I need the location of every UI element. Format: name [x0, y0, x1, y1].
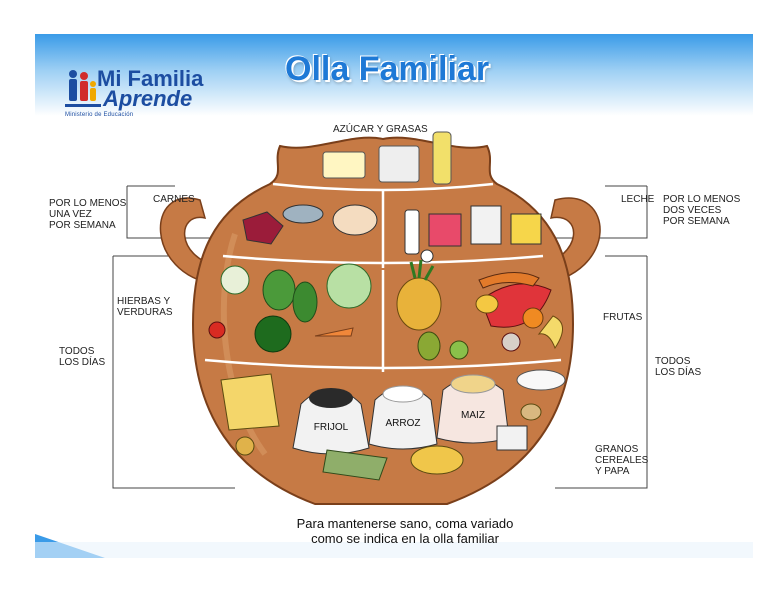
dairy-foods: [404, 205, 542, 263]
fruit-foods: [396, 259, 563, 361]
bracket-daily-right: [555, 256, 648, 489]
chicken-icon: [332, 204, 378, 236]
label-milk: LECHE: [621, 194, 655, 205]
lime-icon: [449, 340, 469, 360]
shelf-top: [272, 182, 494, 192]
tortilla-stack-icon: [410, 445, 464, 475]
oil-bottle-icon: [432, 131, 452, 185]
slide: Mi Familia Aprende Ministerio de Educaci…: [35, 34, 753, 558]
corn-grain-icon: [450, 374, 496, 394]
label-sugar-fats: AZÚCAR Y GRASAS: [333, 124, 428, 135]
tomato-icon: [208, 321, 226, 339]
bottom-band: [35, 542, 753, 558]
page-title: Olla Familiar: [285, 50, 490, 88]
corn-bag-label: MAIZ: [461, 410, 485, 421]
pot-highlight: [220, 233, 268, 456]
bracket-daily-left: [112, 256, 235, 489]
fish-icon: [282, 204, 324, 224]
chayote-icon: [254, 315, 292, 353]
pineapple-icon: [396, 277, 442, 331]
logo: Mi Familia Aprende Ministerio de Educaci…: [65, 66, 215, 128]
bread-icon: [220, 373, 280, 431]
logo-subtitle: Ministerio de Educación: [65, 112, 134, 118]
milk-carton-icon: [428, 213, 462, 247]
label-weekly-left: POR LO MENOS UNA VEZ POR SEMANA: [49, 198, 127, 231]
pot-diagram: FRIJOL ARROZ MAIZ: [35, 131, 753, 558]
leaf-icon: [262, 269, 296, 311]
apple-icon: [501, 332, 521, 352]
grain-foods: [220, 369, 566, 481]
tamales-icon: [322, 449, 388, 481]
beans-icon: [309, 388, 353, 408]
milk-powder-icon: [470, 205, 502, 245]
papaya-icon: [478, 272, 540, 289]
pineapple-leaves-icon: [409, 259, 435, 281]
potato-icon: [520, 403, 542, 421]
meat-foods: [242, 204, 378, 245]
caption: Para mantenerse sano, coma variado como …: [296, 516, 514, 546]
cauliflower-icon: [220, 265, 250, 295]
avocado-icon: [417, 331, 441, 361]
vegetable-foods: [208, 263, 372, 353]
flour-bowl-icon: [516, 369, 566, 391]
bracket-lines: [112, 185, 648, 489]
carrot-icon: [314, 327, 354, 337]
rice-bag-label: ARROZ: [386, 418, 421, 429]
banana-icon: [537, 315, 563, 350]
label-weekly-right: POR LO MENOS DOS VECES POR SEMANA: [663, 194, 741, 227]
header-band: [35, 34, 753, 116]
label-meat: CARNES: [153, 194, 195, 205]
sugar-fats-foods: [322, 131, 452, 185]
cheese-icon: [510, 213, 542, 245]
label-vegetables: HIERBAS Y VERDURAS: [117, 296, 173, 318]
milk-bottle-icon: [404, 209, 420, 255]
label-fruits: FRUTAS: [603, 312, 643, 323]
label-grains: GRANOS CEREALES Y PAPA: [595, 444, 649, 477]
logo-text-line1: Mi Familia: [97, 66, 204, 91]
mango-icon: [475, 294, 499, 314]
family-figures-icon: [65, 70, 101, 107]
orange-icon: [522, 307, 544, 329]
cabbage-icon: [326, 263, 372, 309]
butter-icon: [322, 151, 366, 179]
pot-shelves: [204, 182, 562, 372]
beans-bag-label: FRIJOL: [314, 422, 349, 433]
logo-text-line2: Aprende: [103, 86, 193, 111]
herb-icon: [292, 281, 318, 323]
sugar-bag-icon: [378, 145, 420, 183]
egg-icon: [420, 249, 434, 263]
tortilla-icon: [235, 436, 255, 456]
rice-icon: [382, 385, 424, 403]
label-daily-right: TODOS LOS DÍAS: [655, 356, 702, 378]
meat-icon: [242, 211, 284, 245]
cereal-box-icon: [496, 425, 528, 451]
label-daily-left: TODOS LOS DÍAS: [59, 346, 106, 368]
